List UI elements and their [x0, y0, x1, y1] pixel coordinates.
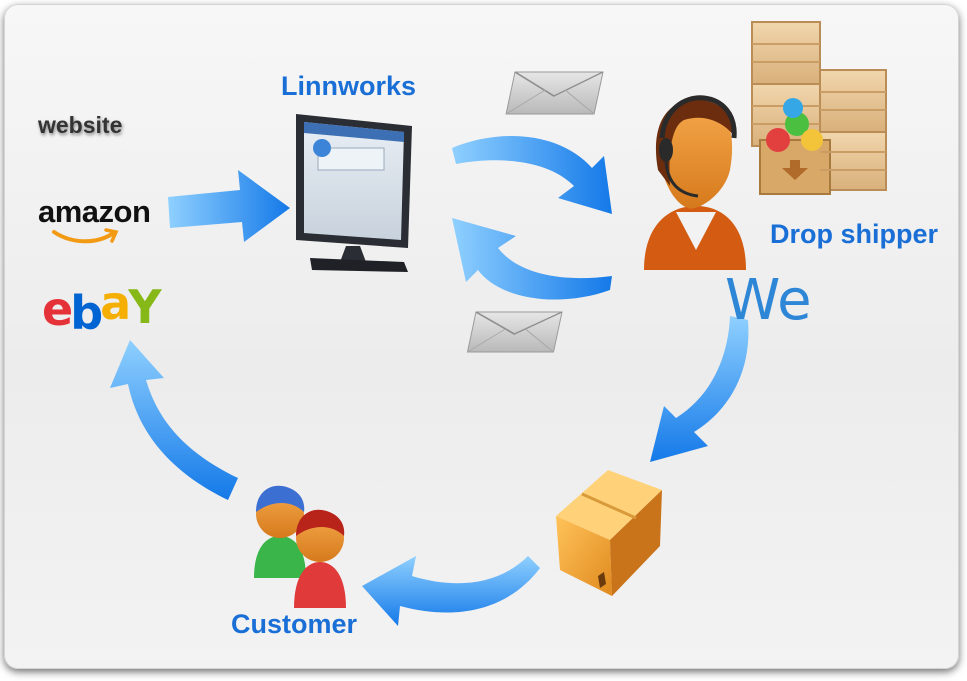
arrow-to-marketplaces: [110, 340, 238, 500]
ebay-letter: e: [42, 282, 73, 336]
drop-shipper-label: Drop shipper: [770, 219, 939, 249]
envelope-icon: [466, 311, 563, 353]
arrow-to-customer: [362, 556, 540, 626]
two-people-icon: [254, 485, 346, 608]
we-label: We: [725, 268, 812, 333]
arrow-to-linnworks: [168, 170, 290, 242]
ebay-letter: b: [70, 286, 103, 340]
linnworks-label: Linnworks: [281, 71, 417, 101]
arrow-back-to-linnworks: [452, 218, 612, 300]
ebay-letter: a: [100, 276, 131, 330]
amazon-smile-icon: [52, 228, 119, 244]
cardboard-box-icon: [556, 470, 662, 596]
ebay-letter: Y: [128, 280, 161, 334]
computer-monitor-icon: [296, 114, 412, 272]
arrow-to-package: [650, 316, 749, 462]
amazon-logo-text: amazon: [38, 194, 151, 229]
envelope-icon: [505, 71, 604, 115]
wooden-crates-icon: [751, 21, 887, 195]
arrow-to-drop-shipper: [452, 136, 612, 214]
ebay-logo: ebaY: [42, 276, 162, 340]
headset-agent-icon: [644, 95, 746, 270]
website-logo-text: website: [38, 112, 123, 138]
customer-label: Customer: [231, 609, 358, 639]
